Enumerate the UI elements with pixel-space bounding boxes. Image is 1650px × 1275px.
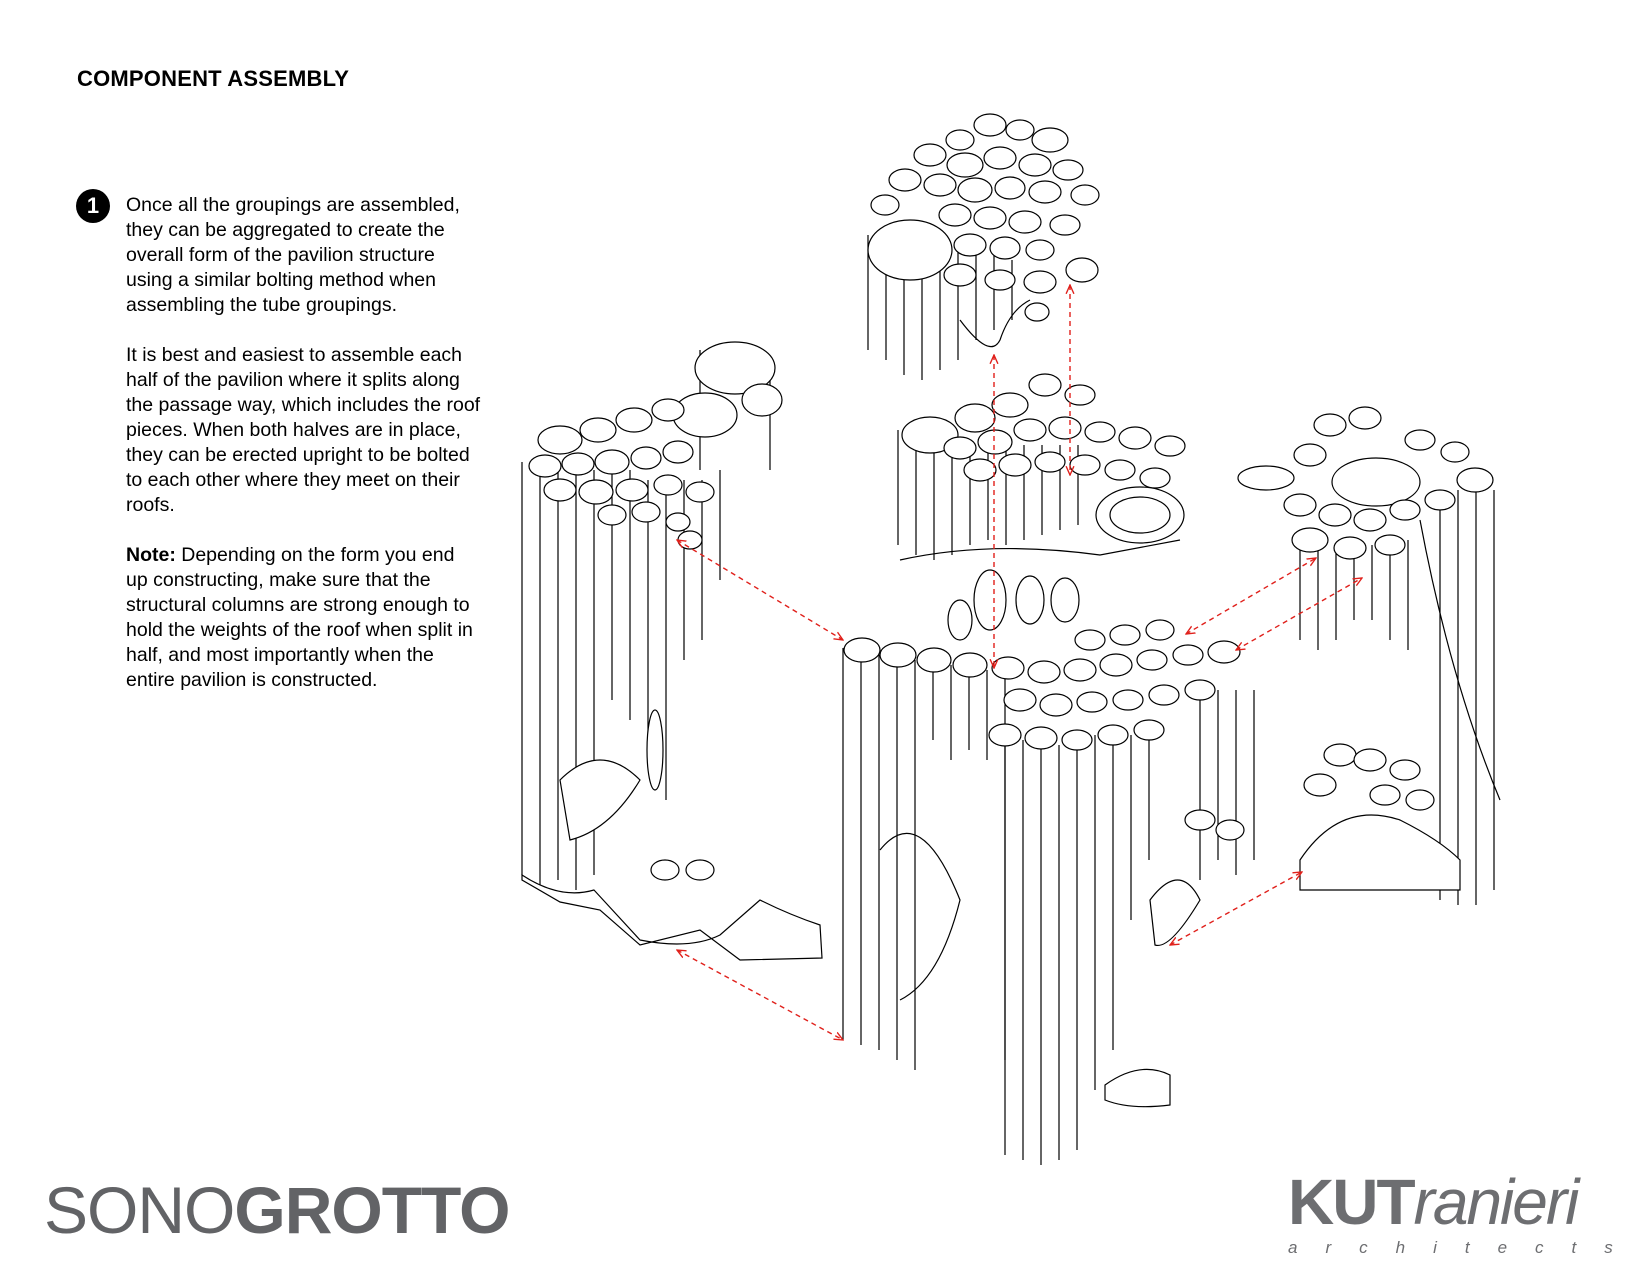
- instruction-note: Note: Depending on the form you end up c…: [126, 543, 481, 693]
- right-module: [1237, 406, 1501, 905]
- sonogrotto-logo: SONOGROTTO: [44, 1173, 510, 1247]
- note-label: Note:: [126, 544, 176, 566]
- top-roof-module: [867, 113, 1100, 380]
- firm-name: KUTranieri: [1288, 1170, 1626, 1234]
- middle-roof-module: [897, 373, 1186, 641]
- instruction-paragraph-2: It is best and easiest to assemble each …: [126, 344, 481, 516]
- page-title: COMPONENT ASSEMBLY: [77, 66, 350, 91]
- base-module: [842, 619, 1255, 1165]
- assembly-arrows: [677, 285, 1362, 1040]
- step-number-badge: 1: [76, 189, 110, 223]
- instructions-text: Once all the groupings are assembled, th…: [126, 193, 481, 718]
- firm-name-bold: KUT: [1288, 1166, 1416, 1238]
- brand-bold: GROTTO: [234, 1173, 510, 1247]
- arrow-left-to-base-lower: [677, 950, 843, 1040]
- arrow-base-to-right-upper-a: [1186, 558, 1316, 634]
- firm-subtitle: architects: [1288, 1238, 1641, 1257]
- brand-light: SONO: [44, 1173, 235, 1247]
- arrow-base-to-right-upper-b: [1236, 578, 1362, 650]
- pavilion-assembly-drawing: [521, 113, 1501, 1165]
- instruction-paragraph-1: Once all the groupings are assembled, th…: [126, 194, 460, 316]
- note-text: Depending on the form you end up constru…: [126, 544, 473, 691]
- firm-name-italic: ranieri: [1413, 1166, 1580, 1238]
- left-module: [521, 341, 823, 961]
- kutranieri-logo: KUTranieri architects: [1288, 1170, 1626, 1258]
- arrow-base-to-right-lower: [1170, 872, 1302, 945]
